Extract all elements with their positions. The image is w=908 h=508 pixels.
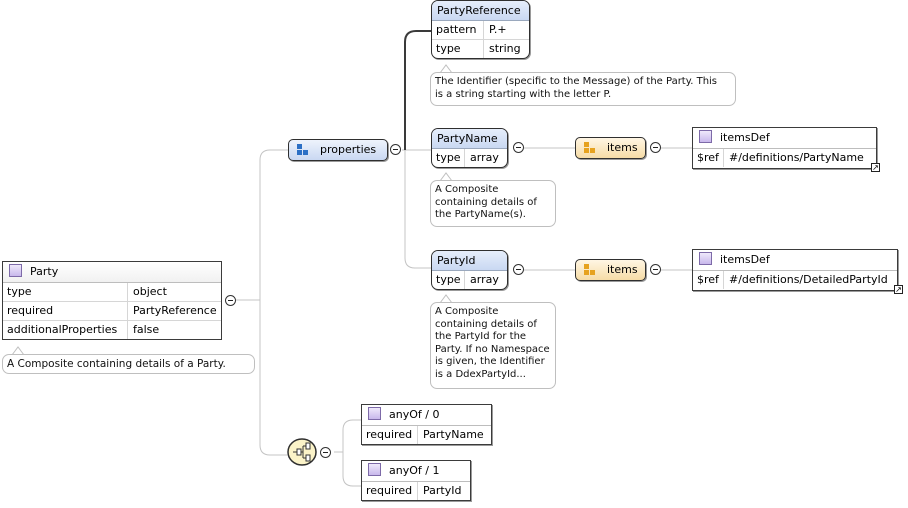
anyof-compositor-icon[interactable] [286, 437, 318, 467]
party-name-title: PartyName [432, 129, 507, 149]
object-type-icon [368, 463, 381, 476]
properties-node[interactable]: properties [288, 139, 388, 161]
object-type-icon [699, 252, 712, 265]
properties-label: properties [320, 143, 377, 156]
collapse-icon[interactable] [650, 142, 661, 153]
party-reference-annotation: The Identifier (specific to the Message)… [430, 72, 736, 106]
party-reference-title: PartyReference [432, 1, 529, 21]
object-type-icon [699, 130, 712, 143]
party-name-items-def[interactable]: itemsDef $ref#/definitions/PartyName [692, 127, 877, 169]
party-id-items-def[interactable]: itemsDef $ref#/definitions/DetailedParty… [692, 249, 898, 291]
party-id-title: PartyId [432, 251, 507, 271]
items-label: items [607, 141, 638, 154]
collapse-icon[interactable] [513, 264, 524, 275]
party-annotation: A Composite containing details of a Part… [2, 354, 255, 374]
reference-link-icon[interactable]: ↗ [894, 285, 903, 294]
party-id-items-node[interactable]: items [575, 259, 646, 281]
collapse-icon[interactable] [513, 142, 524, 153]
party-name-items-node[interactable]: items [575, 137, 646, 159]
collapse-icon[interactable] [390, 144, 401, 155]
party-name-annotation: A Composite containing details of the Pa… [430, 180, 556, 227]
reference-link-icon[interactable]: ↗ [871, 163, 880, 172]
collapse-icon[interactable] [225, 295, 236, 306]
object-type-icon [9, 264, 22, 277]
object-type-icon [368, 407, 381, 420]
items-label: items [607, 263, 638, 276]
party-title: Party [30, 265, 59, 278]
items-icon [584, 142, 596, 154]
collapse-icon[interactable] [320, 447, 331, 458]
collapse-icon[interactable] [650, 264, 661, 275]
properties-icon [297, 144, 309, 156]
party-id-annotation: A Composite containing details of the Pa… [430, 302, 556, 389]
items-icon [584, 264, 596, 276]
